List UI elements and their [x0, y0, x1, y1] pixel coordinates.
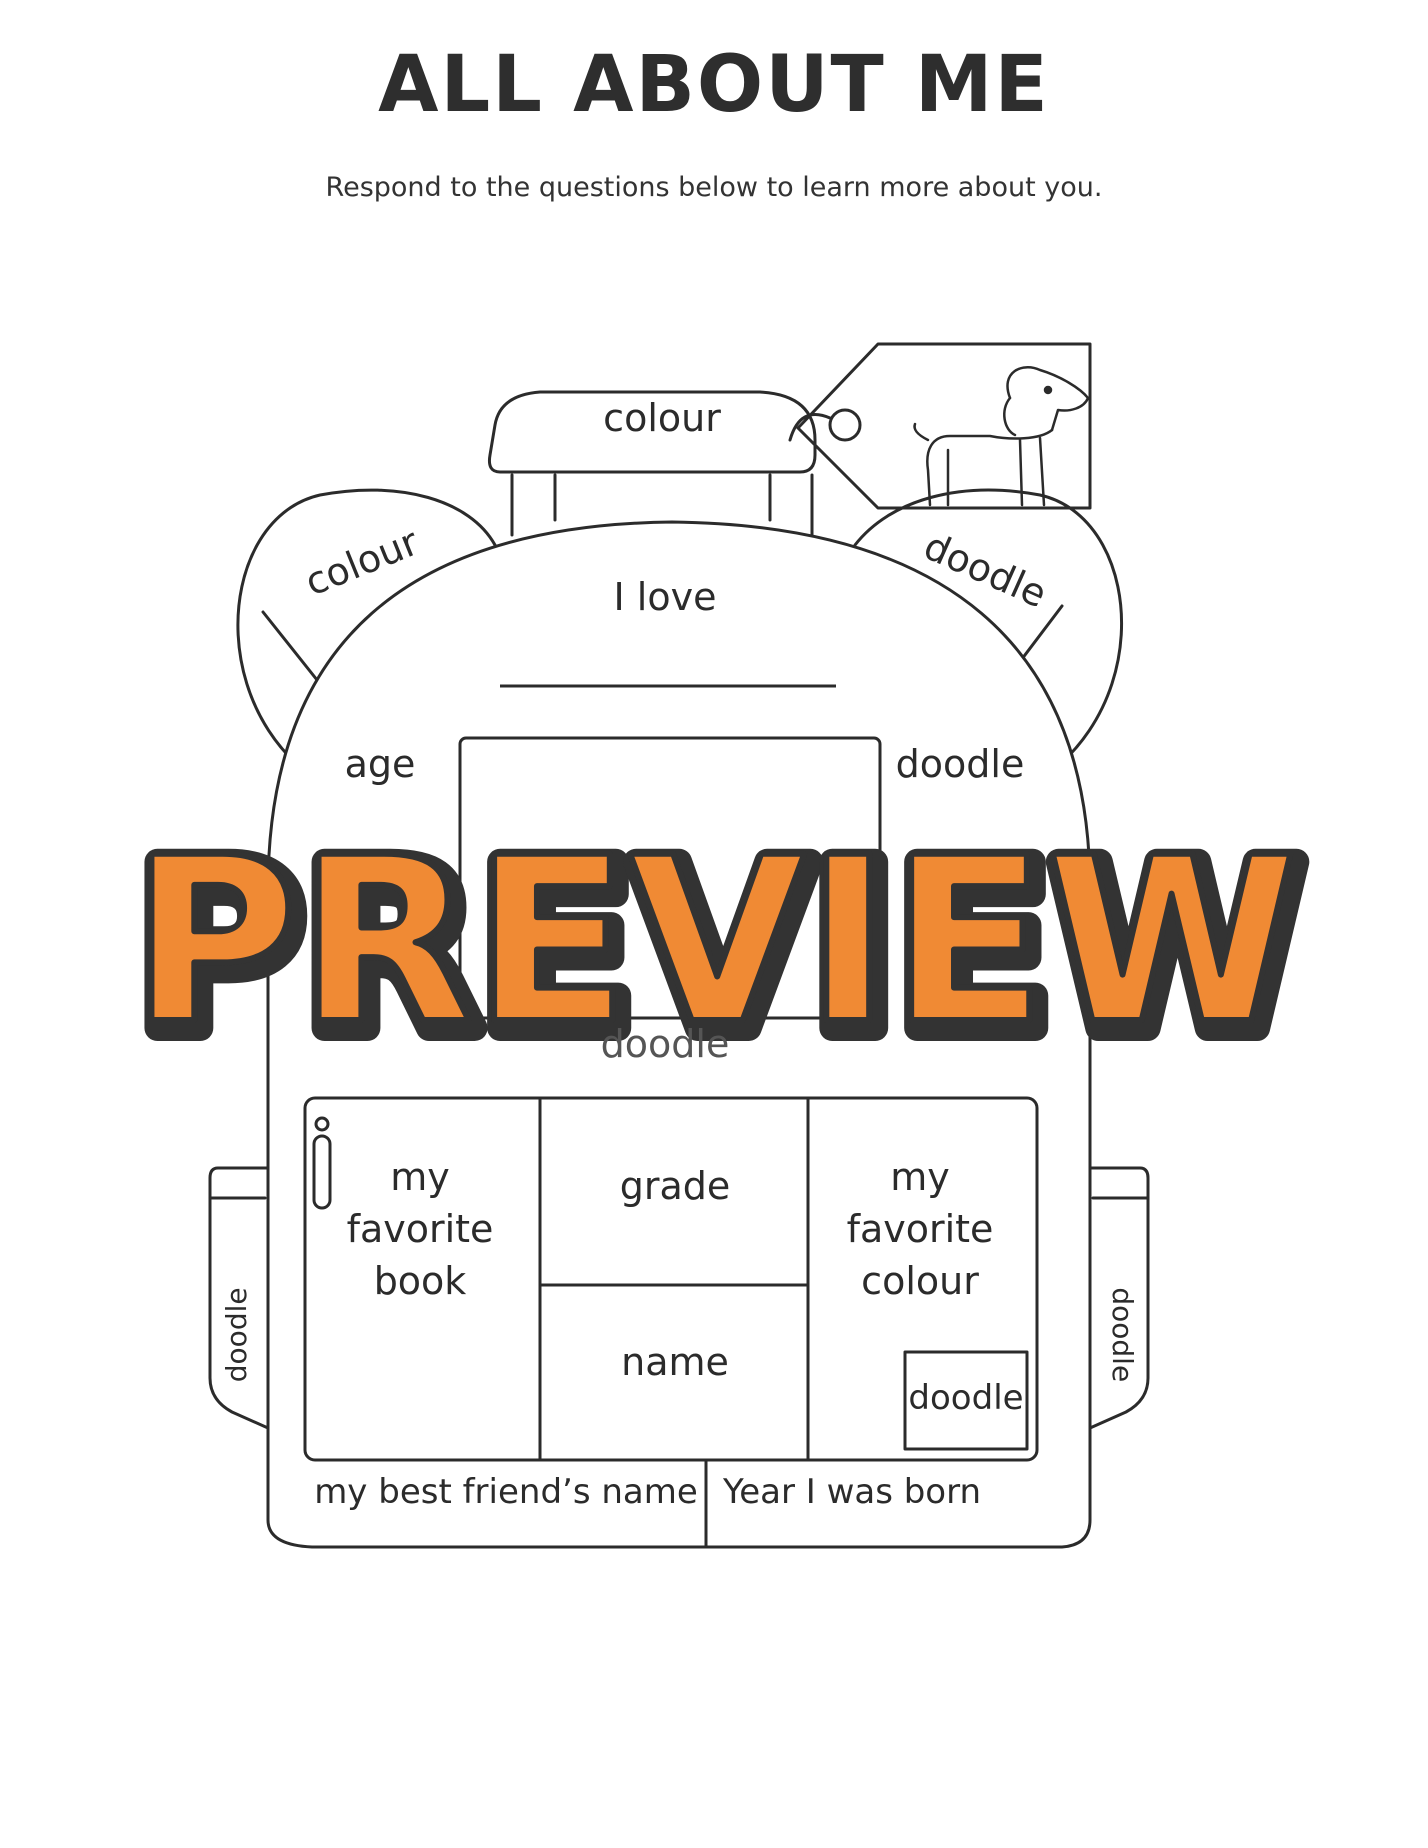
doodle-box-label: doodle	[908, 1378, 1024, 1418]
favorite-book-line-3: book	[373, 1259, 467, 1303]
left-ear	[236, 488, 497, 802]
handle	[488, 390, 817, 474]
dog-icon	[913, 366, 1090, 507]
left-side-strap	[208, 1166, 270, 1430]
page-title: ALL ABOUT ME	[378, 40, 1050, 130]
page-subtitle: Respond to the questions below to learn …	[325, 172, 1103, 203]
favorite-colour-line-2: favorite	[846, 1207, 994, 1251]
i-love-label: I love	[613, 575, 717, 619]
center-box	[458, 736, 882, 1020]
backpack-body	[266, 520, 1092, 1549]
favorite-book-line-1: my	[390, 1155, 450, 1199]
right-side-strap	[1088, 1166, 1150, 1430]
left-strap-label: doodle	[220, 1287, 254, 1383]
right-doodle-label: doodle	[895, 742, 1025, 786]
favorite-colour-line-1: my	[890, 1155, 950, 1199]
favorite-book-line-2: favorite	[346, 1207, 494, 1251]
favorite-colour-line-3: colour	[861, 1259, 979, 1303]
right-strap-label: doodle	[1105, 1287, 1139, 1383]
year-born-label: Year I was born	[722, 1472, 982, 1512]
right-ear	[853, 488, 1124, 802]
luggage-tag	[796, 342, 1092, 510]
name-label: name	[621, 1340, 729, 1384]
best-friend-label: my best friend’s name	[314, 1472, 698, 1512]
watermark-text: PREVIEW	[131, 808, 1298, 1074]
handle-label: colour	[603, 396, 721, 440]
middle-doodle-label: doodle	[600, 1022, 730, 1066]
zipper-pull	[312, 1134, 332, 1210]
watermark-shadow: PREVIEW	[137, 816, 1304, 1082]
grade-label: grade	[619, 1164, 731, 1208]
age-label: age	[344, 742, 416, 786]
doodle-box	[903, 1350, 1029, 1451]
front-pocket	[303, 1096, 1039, 1462]
